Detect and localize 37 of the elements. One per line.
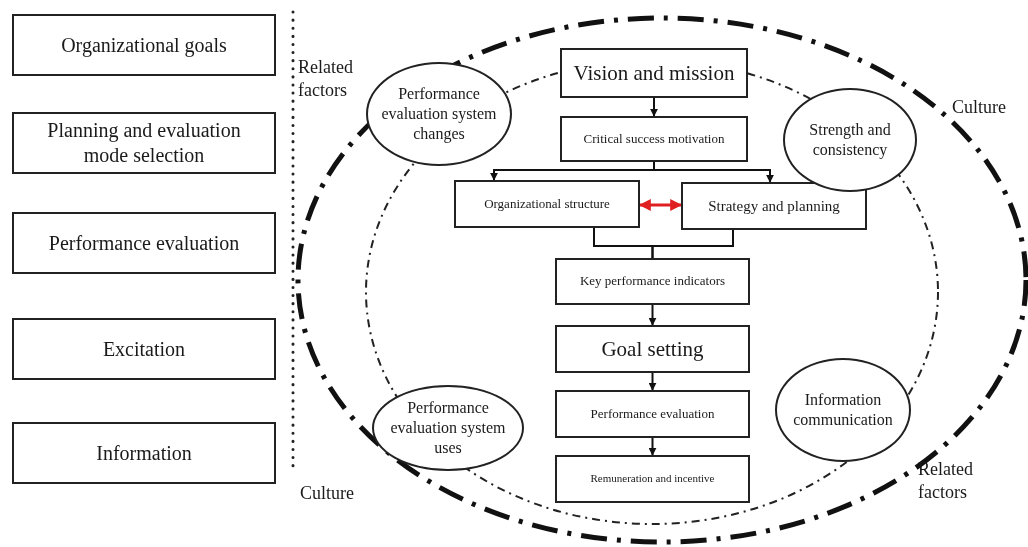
node-label: Vision and mission bbox=[573, 59, 735, 87]
region-label: Culture bbox=[952, 96, 1007, 119]
process-box bbox=[681, 182, 867, 230]
process-box bbox=[555, 325, 750, 373]
process-box bbox=[555, 390, 750, 438]
process-box bbox=[12, 212, 276, 274]
node-label: Excitation bbox=[102, 336, 186, 362]
node-label: Key performance indicators bbox=[579, 273, 726, 290]
node-label: Performance evaluation system changes bbox=[380, 84, 498, 144]
region-label: Culture bbox=[300, 482, 355, 505]
node-label: Goal setting bbox=[601, 335, 704, 363]
node-label: Performance evaluation system uses bbox=[389, 398, 507, 458]
node-label: Planning and evaluation mode selection bbox=[46, 118, 242, 168]
node-label: Strength and consistency bbox=[808, 120, 892, 160]
process-box bbox=[12, 112, 276, 174]
node-label: Performance evaluation bbox=[48, 230, 240, 256]
arrow bbox=[648, 437, 657, 456]
process-box bbox=[555, 258, 750, 305]
arrow bbox=[648, 304, 657, 326]
arrow bbox=[650, 97, 658, 117]
node-label: Performance evaluation bbox=[590, 405, 715, 423]
process-box bbox=[12, 422, 276, 484]
node-label: Critical success motivation bbox=[583, 130, 725, 148]
process-box bbox=[454, 180, 640, 228]
node-label: Strategy and planning bbox=[708, 196, 840, 216]
process-box bbox=[12, 14, 276, 76]
node-label: Organizational structure bbox=[484, 195, 610, 213]
node-label: Organizational goals bbox=[61, 32, 227, 58]
region-label: Related factors bbox=[298, 56, 354, 101]
arrow bbox=[648, 372, 657, 391]
node-label: Information bbox=[96, 440, 192, 466]
node-label: Remuneration and incentive bbox=[590, 472, 715, 486]
process-box bbox=[560, 48, 748, 98]
process-box bbox=[560, 116, 748, 162]
process-box bbox=[555, 455, 750, 503]
node-label: Information communication bbox=[792, 390, 894, 430]
process-box bbox=[12, 318, 276, 380]
